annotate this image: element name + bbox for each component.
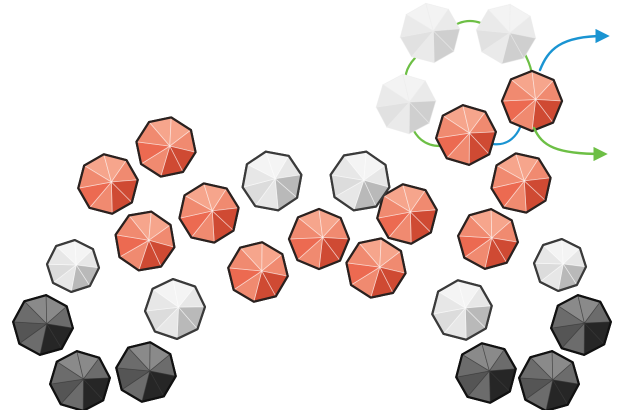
red-gem-3 bbox=[178, 182, 240, 244]
gem-outline bbox=[345, 237, 407, 299]
gem-outline bbox=[115, 341, 177, 403]
white-gem-21 bbox=[532, 237, 588, 293]
gem-outline bbox=[500, 69, 564, 133]
ghost-gem-27 bbox=[375, 73, 437, 135]
gem-layer bbox=[12, 2, 612, 410]
gem-outline bbox=[178, 182, 240, 244]
red-gem-28 bbox=[500, 69, 564, 133]
gem-outline bbox=[329, 150, 391, 212]
gem-outline bbox=[532, 237, 588, 293]
gem-outline bbox=[550, 294, 612, 356]
gem-outline bbox=[376, 183, 438, 245]
black-gem-24 bbox=[455, 342, 517, 404]
ghost-gem-25 bbox=[399, 2, 461, 64]
black-gem-23 bbox=[518, 350, 580, 410]
gem-outline bbox=[431, 279, 493, 341]
gem-outline bbox=[114, 210, 176, 272]
red-gem-2 bbox=[114, 210, 176, 272]
gem-outline bbox=[287, 207, 351, 271]
ghost-gem-26 bbox=[475, 3, 537, 65]
arrow-layer bbox=[532, 28, 610, 162]
gem-outline bbox=[241, 150, 303, 212]
gem-outline bbox=[455, 342, 517, 404]
gem-facet bbox=[399, 13, 435, 38]
gem-outline bbox=[135, 116, 197, 178]
red-gem-17 bbox=[457, 208, 519, 270]
blue-arrow bbox=[538, 28, 610, 72]
red-gem-1 bbox=[77, 153, 139, 215]
gem-outline bbox=[45, 238, 101, 294]
white-gem-11 bbox=[241, 150, 303, 212]
white-gem-6 bbox=[143, 277, 207, 341]
white-gem-20 bbox=[431, 279, 493, 341]
red-gem-18 bbox=[435, 104, 497, 166]
gem-outline bbox=[435, 104, 497, 166]
gem-facet bbox=[375, 84, 411, 108]
white-gem-5 bbox=[45, 238, 101, 294]
red-gem-14 bbox=[376, 183, 438, 245]
black-gem-10 bbox=[115, 341, 177, 403]
white-gem-15 bbox=[329, 150, 391, 212]
red-gem-16 bbox=[490, 152, 552, 214]
gem-outline bbox=[227, 241, 289, 303]
gem-outline bbox=[143, 277, 207, 341]
red-gem-4 bbox=[227, 241, 289, 303]
gem-outline bbox=[77, 153, 139, 215]
gem-outline bbox=[457, 208, 519, 270]
red-gem-0 bbox=[135, 116, 197, 178]
gem-outline bbox=[518, 350, 580, 410]
black-gem-22 bbox=[550, 294, 612, 356]
gem-outline bbox=[490, 152, 552, 214]
green-arrow bbox=[532, 126, 608, 162]
gem-outline bbox=[12, 294, 74, 356]
red-gem-12 bbox=[287, 207, 351, 271]
black-gem-8 bbox=[12, 294, 74, 356]
gem-facet bbox=[475, 9, 511, 34]
gem-outline bbox=[49, 350, 111, 410]
red-gem-13 bbox=[345, 237, 407, 299]
black-gem-9 bbox=[49, 350, 111, 410]
